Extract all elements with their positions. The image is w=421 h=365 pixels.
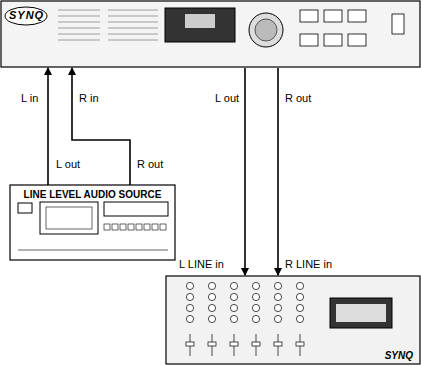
device-name: SYNQ: [385, 350, 413, 361]
device-name: SYNQ: [9, 9, 44, 21]
signal-label: L LINE in: [178, 258, 225, 270]
signal-label: L out: [214, 92, 240, 104]
device-name: LINE LEVEL AUDIO SOURCE: [10, 189, 175, 200]
mixer: SYNQ: [165, 275, 421, 365]
effects-processor: SYNQ: [0, 0, 421, 68]
signal-label: L out: [55, 158, 81, 170]
signal-cable: [277, 68, 279, 275]
signal-label: R out: [284, 92, 312, 104]
signal-label: L in: [20, 92, 39, 104]
signal-cable: [244, 68, 246, 275]
signal-label: R in: [78, 92, 100, 104]
signal-cable: [47, 68, 49, 185]
audio-source: LINE LEVEL AUDIO SOURCE: [10, 185, 175, 260]
signal-label: R LINE in: [284, 258, 333, 270]
signal-label: R out: [136, 158, 164, 170]
